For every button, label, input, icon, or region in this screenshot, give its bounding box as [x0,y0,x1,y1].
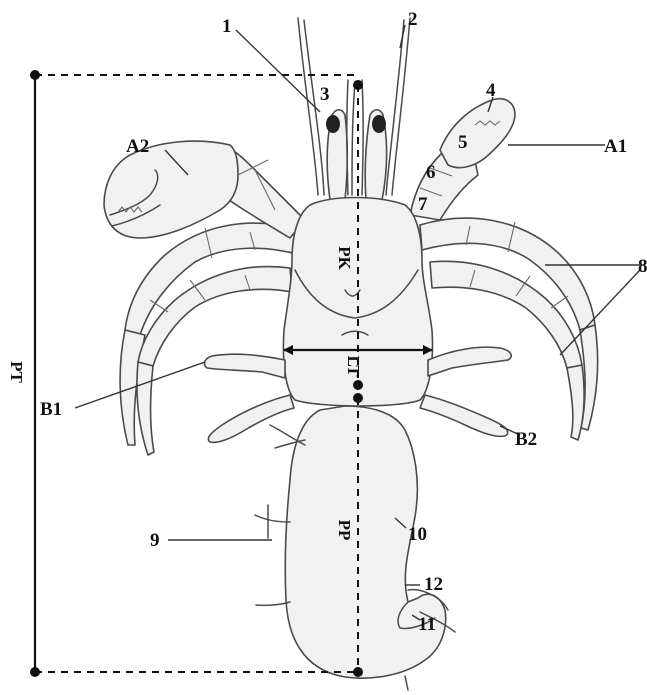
label-4: 4 [486,80,496,101]
pt-bottom-dot [30,667,40,677]
label-a1: A1 [604,136,627,157]
pp-bottom-dot [353,667,363,677]
label-7: 7 [418,194,428,215]
label-10: 10 [408,524,427,545]
label-12: 12 [424,574,443,595]
measure-pp: PP [335,520,354,541]
label-6: 6 [426,162,436,183]
label-1: 1 [222,16,232,37]
label-5: 5 [458,132,468,153]
label-a2: A2 [126,136,149,157]
pp-top-dot [353,393,363,403]
label-8: 8 [638,256,647,277]
pk-top-dot [353,80,363,90]
antennae [298,18,410,200]
pt-top-dot [30,70,40,80]
walking-legs-left [120,223,300,455]
label-b1: B1 [40,399,62,420]
label-3: 3 [320,84,330,105]
pk-bottom-dot [353,380,363,390]
abdomen [255,406,455,690]
measure-pk: PK [335,246,354,270]
label-b2: B2 [515,429,537,450]
label-11: 11 [418,614,436,635]
label-9: 9 [150,530,160,551]
label-2: 2 [408,9,418,30]
measure-pt: PT [7,361,26,383]
measure-lt: LT [344,355,363,377]
